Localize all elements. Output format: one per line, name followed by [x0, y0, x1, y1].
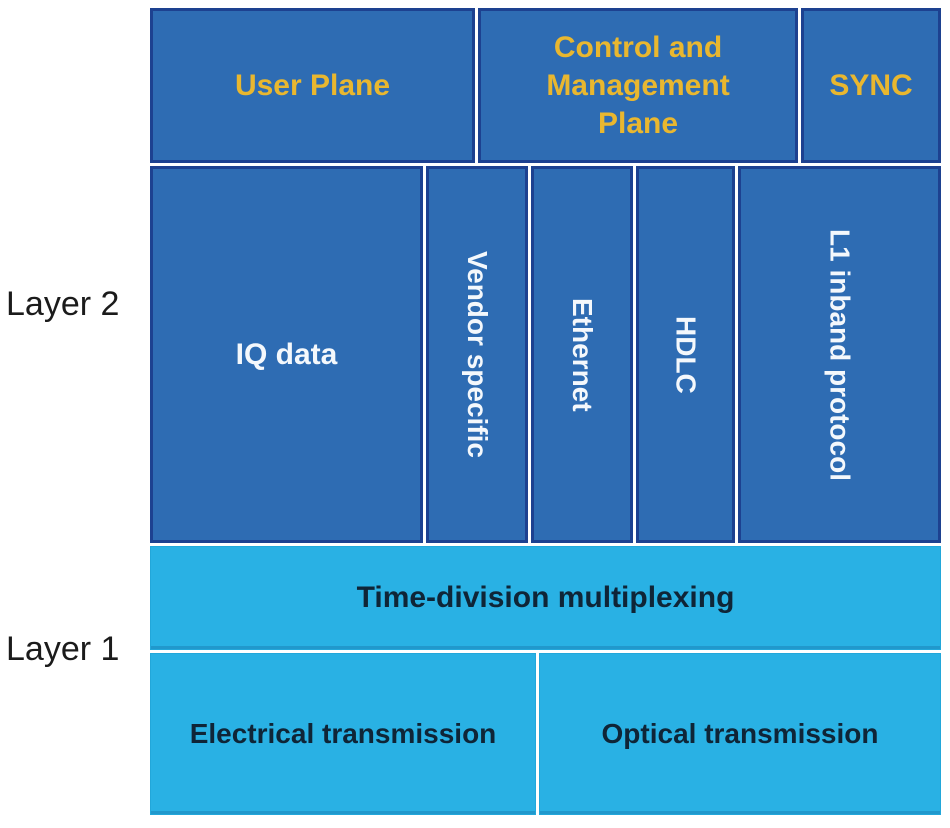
electrical-transmission-box: Electrical transmission — [150, 653, 536, 815]
layer-2-label: Layer 2 — [6, 285, 120, 323]
vendor-specific-box: Vendor specific — [426, 166, 528, 543]
l1-inband-protocol-box: L1 inband protocol — [738, 166, 941, 543]
sync-box: SYNC — [801, 8, 941, 163]
optical-transmission-box: Optical transmission — [539, 653, 941, 815]
layer-1-label: Layer 1 — [6, 630, 120, 668]
hdlc-box: HDLC — [636, 166, 735, 543]
time-division-multiplexing-box: Time-division multiplexing — [150, 546, 941, 650]
iq-data-box: IQ data — [150, 166, 423, 543]
ethernet-box: Ethernet — [531, 166, 633, 543]
control-and-management-plane-box: Control and Management Plane — [478, 8, 798, 163]
user-plane-box: User Plane — [150, 8, 475, 163]
